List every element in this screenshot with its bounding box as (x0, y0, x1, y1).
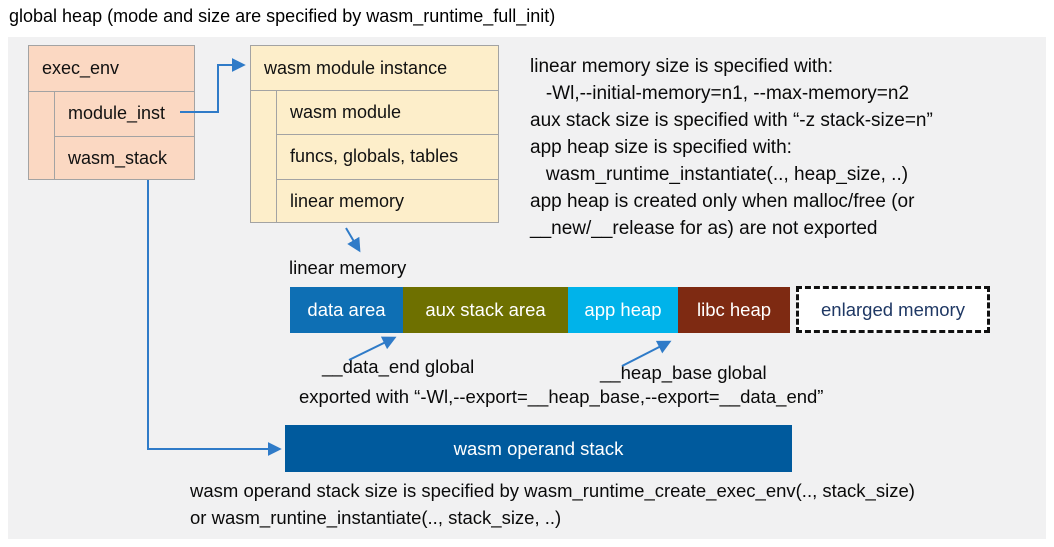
exec-env-row-wasm-stack: wasm_stack (55, 135, 194, 181)
segment-data-area: data area (290, 287, 403, 333)
module-instance-row-linear-memory: linear memory (277, 178, 498, 223)
exec-env-row-module-inst: module_inst (68, 103, 166, 124)
export-flags-label: exported with “-Wl,--export=__heap_base,… (299, 386, 824, 407)
footer-line: wasm operand stack size is specified by … (190, 480, 915, 501)
data-end-global-label: __data_end global (322, 356, 475, 377)
module-instance-row-funcs-globals-tables: funcs, globals, tables (277, 134, 498, 178)
operand-stack-notes: wasm operand stack size is specified by … (190, 477, 915, 531)
note-line: aux stack size is specified with “-z sta… (530, 110, 933, 131)
memory-size-notes: linear memory size is specified with: -W… (530, 53, 1045, 242)
exec-env-header: exec_env (29, 46, 194, 92)
footer-line: or wasm_runtine_instantiate(.., stack_si… (190, 507, 562, 528)
segment-enlarged-memory: enlarged memory (796, 286, 990, 333)
module-instance-header: wasm module instance (251, 46, 498, 91)
module-instance-rows: wasm module funcs, globals, tables linea… (276, 91, 498, 223)
module-instance-row-wasm-module: wasm module (290, 102, 402, 123)
note-line: linear memory size is specified with: (530, 56, 834, 77)
wasm-operand-stack-bar: wasm operand stack (285, 425, 792, 472)
diagram-title: global heap (mode and size are specified… (9, 6, 556, 26)
note-line: app heap size is specified with: (530, 137, 792, 158)
segment-libc-heap: libc heap (678, 287, 790, 333)
segment-aux-stack-area: aux stack area (403, 287, 568, 333)
segment-app-heap: app heap (568, 287, 678, 333)
note-line: __new/__release for as) are not exported (530, 218, 878, 239)
heap-base-global-label: __heap_base global (600, 362, 767, 383)
linear-memory-bar: data area aux stack area app heap libc h… (290, 287, 790, 333)
linear-memory-label: linear memory (289, 257, 407, 278)
exec-env-box: exec_env module_inst wasm_stack (28, 45, 195, 180)
module-instance-box: wasm module instance wasm module funcs, … (250, 45, 499, 223)
note-line: app heap is created only when malloc/fre… (530, 191, 915, 212)
exec-env-rows: module_inst wasm_stack (54, 92, 194, 180)
note-line: wasm_runtime_instantiate(.., heap_size, … (530, 164, 909, 185)
note-line: -Wl,--initial-memory=n1, --max-memory=n2 (530, 83, 910, 104)
